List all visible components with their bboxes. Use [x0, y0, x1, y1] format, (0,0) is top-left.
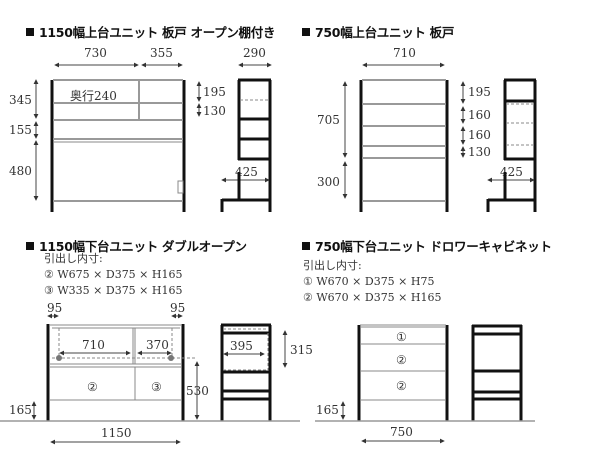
drawer-spec-2: ② W670 × D375 × H165 [303, 291, 442, 304]
dim-shelf-160b: 160 [468, 128, 491, 142]
dim-height-165: 165 [9, 403, 32, 417]
title-upper-1150: 1150幅上台ユニット 板戸 オープン棚付き [26, 22, 275, 41]
lower-750-side-view [471, 324, 523, 421]
dim-height-300: 300 [317, 175, 340, 189]
dim-depth-425: 425 [500, 165, 523, 179]
dim-width-left: 730 [84, 46, 107, 60]
drawer-spec-2: ② W675 × D375 × H165 [44, 268, 183, 281]
upper-750-side-view: 425 [486, 78, 537, 212]
bullet-square-icon [302, 242, 310, 250]
dim-width-750: 750 [390, 425, 413, 439]
drawer-label: 引出し内寸: [44, 252, 103, 265]
dim-open-710: 710 [82, 338, 105, 352]
lower-1150-side-view: 395 315 [220, 323, 313, 421]
title-text: 1150幅上台ユニット 板戸 オープン棚付き [39, 25, 276, 40]
bullet-square-icon [302, 28, 310, 36]
dim-shelf-130: 130 [203, 104, 226, 118]
upper-750-front-view: 710 705 300 195 160 160 130 [317, 46, 491, 212]
dim-height-530: 530 [186, 384, 209, 398]
dim-margin-left-95: 95 [47, 301, 62, 315]
drawer-specs-lower-750: 引出し内寸: ① W670 × D375 × H75 ② W670 × D375… [303, 258, 441, 306]
drawer-spec-3: ③ W335 × D375 × H165 [44, 284, 183, 297]
dim-width-right: 355 [150, 46, 173, 60]
drawer-mark-1: ① [396, 330, 407, 344]
dim-open-370: 370 [146, 338, 169, 352]
title-text: 750幅下台ユニット ドロワーキャビネット [315, 239, 552, 254]
dim-width-710: 710 [393, 46, 416, 60]
title-text: 1150幅下台ユニット ダブルオープン [39, 239, 247, 254]
bullet-square-icon [26, 242, 34, 250]
title-lower-1150: 1150幅下台ユニット ダブルオープン [26, 236, 247, 255]
upper-1150-front-view: 730 355 奥行240 345 155 480 195 130 [9, 46, 226, 212]
dim-height-705: 705 [317, 113, 340, 127]
drawer-mark-2: ② [87, 380, 98, 394]
dim-height-315: 315 [290, 343, 313, 357]
dim-depth-290: 290 [243, 46, 266, 60]
title-text: 750幅上台ユニット 板戸 [315, 25, 455, 40]
dim-width-1150: 1150 [101, 426, 132, 440]
drawer-specs-lower-1150: 引出し内寸: ② W675 × D375 × H165 ③ W335 × D37… [44, 251, 182, 299]
title-upper-750: 750幅上台ユニット 板戸 [302, 22, 454, 41]
dim-height-345: 345 [9, 93, 32, 107]
dim-shelf-195: 195 [203, 85, 226, 99]
title-lower-750: 750幅下台ユニット ドロワーキャビネット [302, 236, 552, 255]
lower-1150-front-view: 95 95 710 370 ② ③ 530 165 1150 [9, 301, 209, 445]
upper-1150-side-view: 290 425 [220, 46, 272, 212]
drawer-spec-1: ① W670 × D375 × H75 [303, 275, 435, 288]
dim-shelf-195: 195 [468, 85, 491, 99]
dim-height-165: 165 [316, 403, 339, 417]
lower-750-front-view: ① ② ② 165 750 [316, 324, 449, 444]
bullet-square-icon [26, 28, 34, 36]
dim-depth-395: 395 [230, 339, 253, 353]
dim-margin-right-95: 95 [170, 301, 185, 315]
depth-label: 奥行240 [70, 89, 117, 103]
dim-shelf-160a: 160 [468, 108, 491, 122]
drawer-mark-2a: ② [396, 353, 407, 367]
dim-depth-425: 425 [235, 165, 258, 179]
drawer-label: 引出し内寸: [303, 259, 362, 272]
dim-height-155: 155 [9, 123, 32, 137]
drawer-mark-2b: ② [396, 379, 407, 393]
dim-shelf-130: 130 [468, 145, 491, 159]
drawer-mark-3: ③ [151, 380, 162, 394]
dim-height-480: 480 [9, 164, 32, 178]
